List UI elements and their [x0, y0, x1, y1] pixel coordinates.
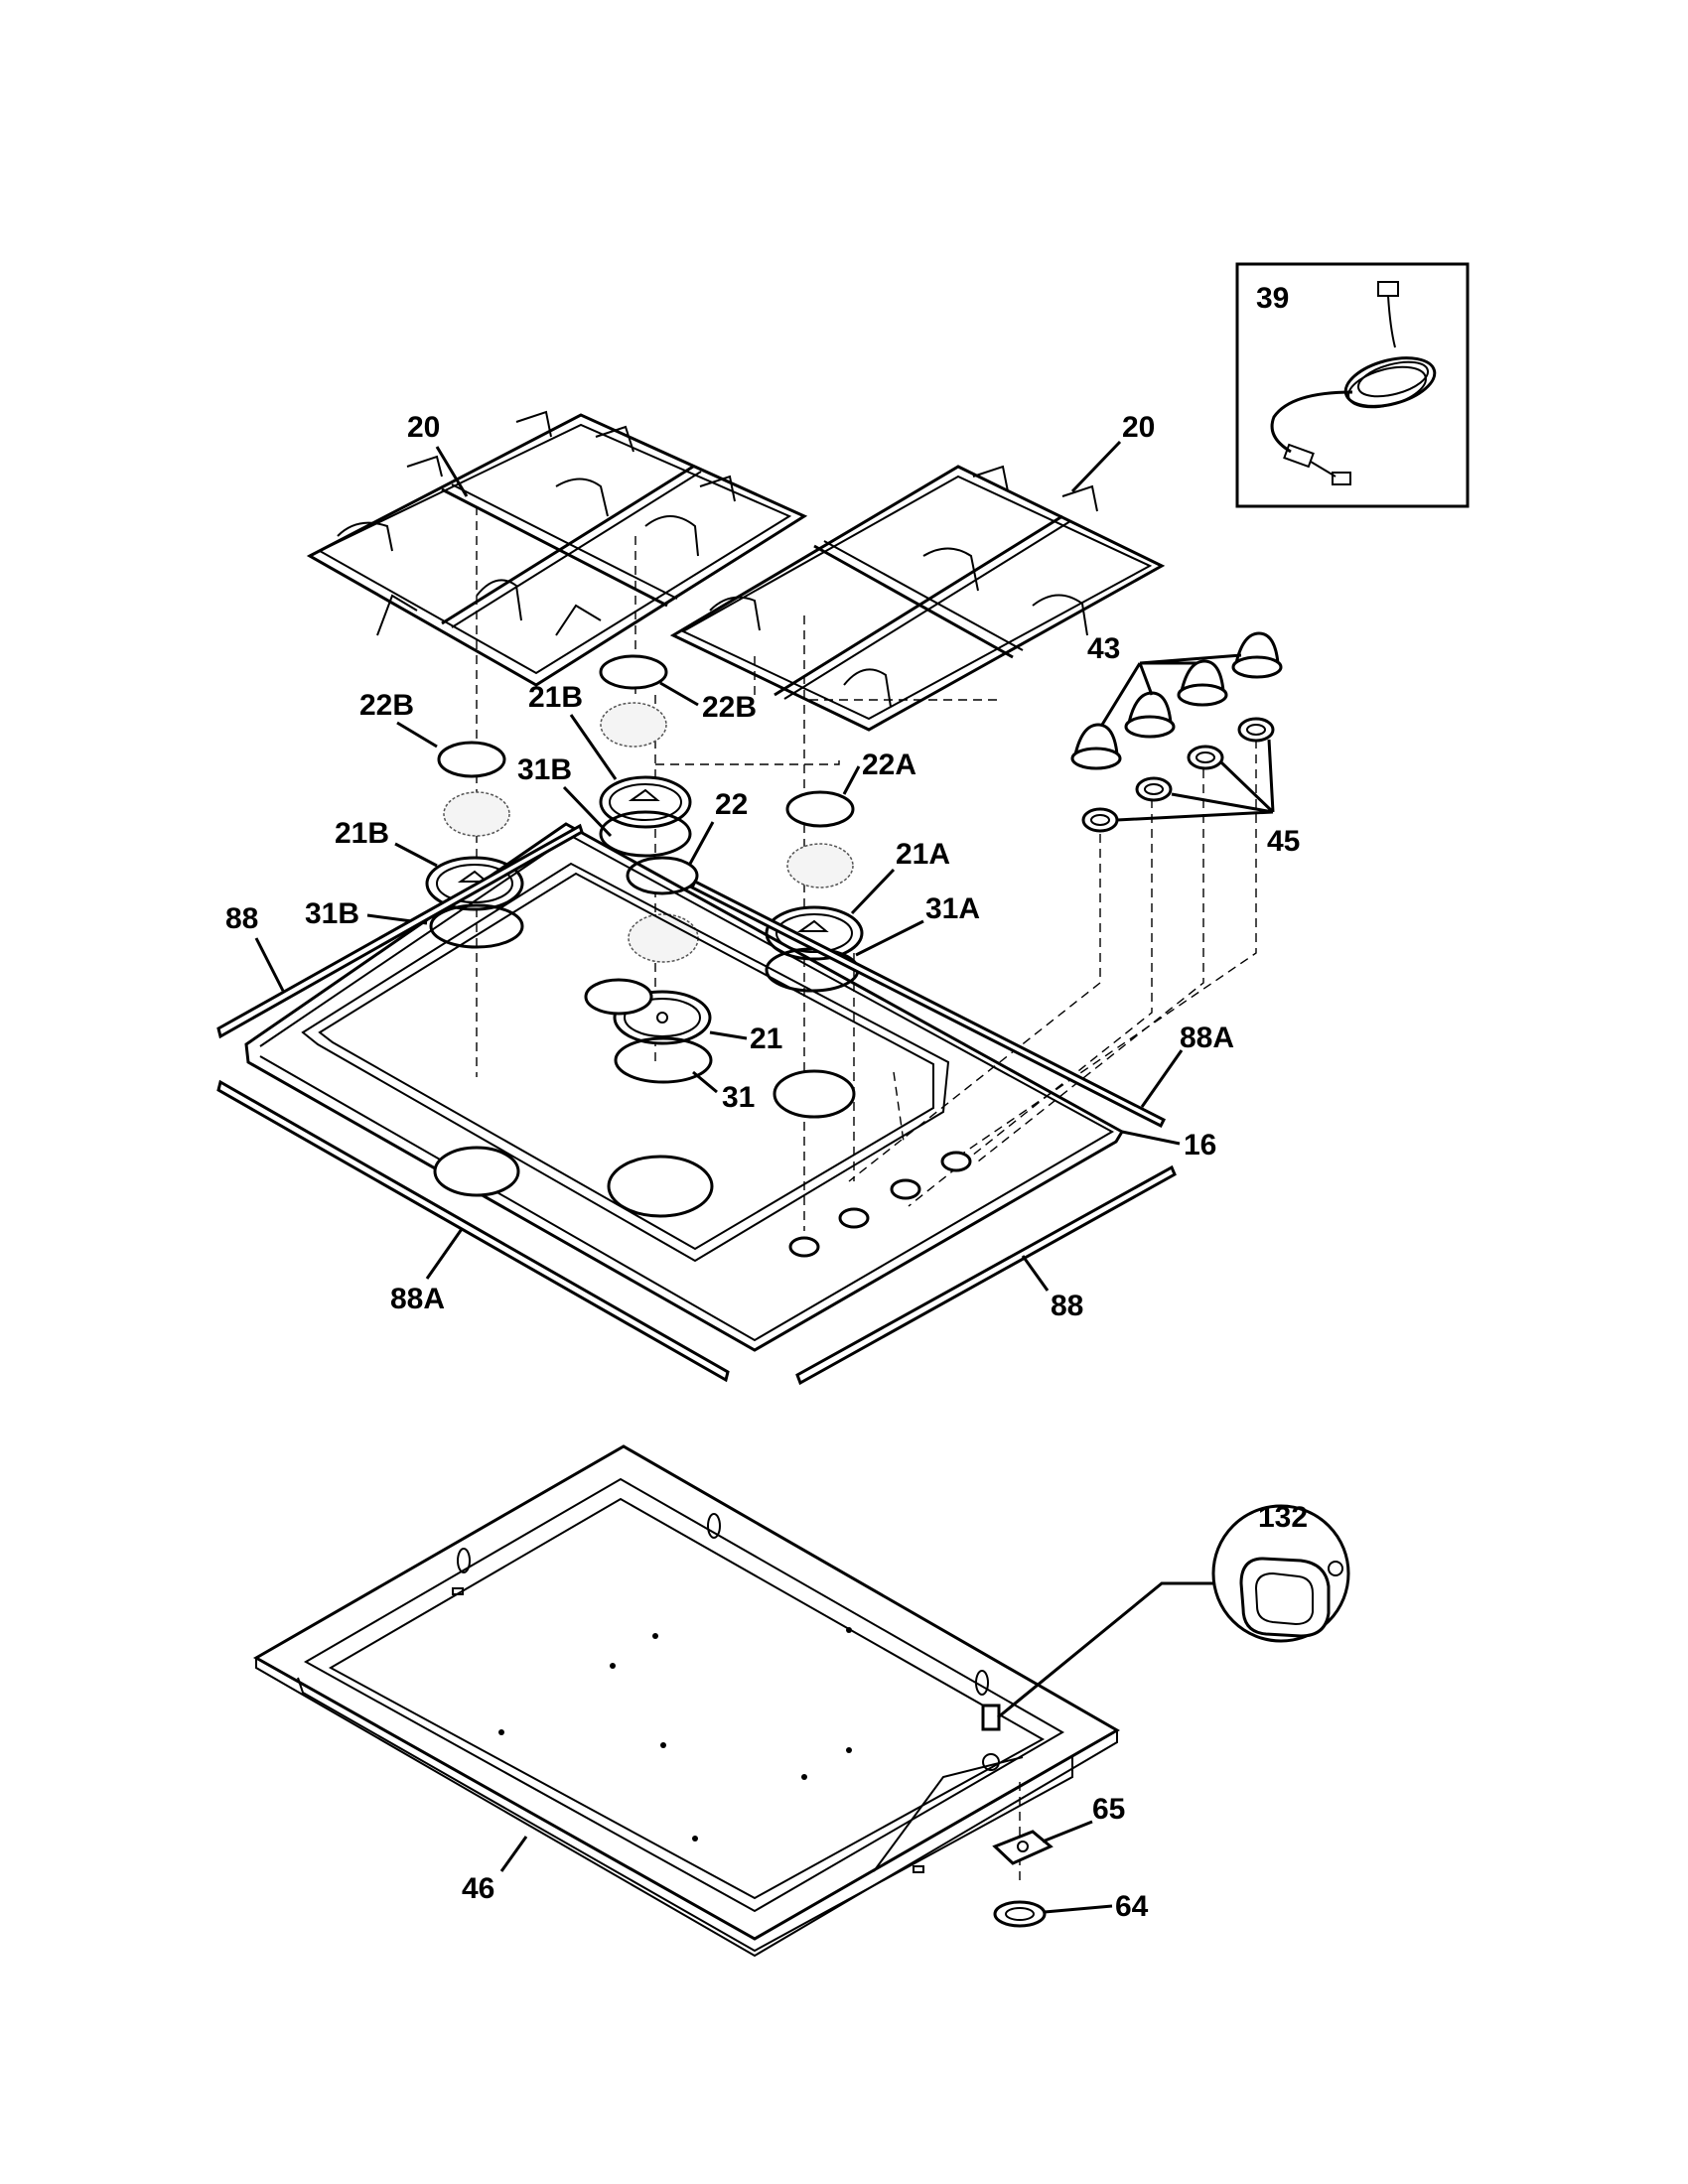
callout-20-right: 20 — [1122, 411, 1155, 444]
trim-strip-88-front — [795, 1164, 1177, 1386]
callout-88-front: 88 — [1051, 1290, 1083, 1322]
power-cord-inset: 39 — [1235, 262, 1470, 508]
callout-45: 45 — [1267, 825, 1300, 858]
burner-cap-22b-center — [599, 654, 668, 690]
callout-22b-center: 22B — [702, 691, 757, 724]
callout-31b-left: 31B — [305, 897, 359, 930]
callout-46: 46 — [462, 1872, 494, 1905]
callout-20-left: 20 — [407, 411, 440, 444]
power-cord-icon — [1270, 281, 1437, 485]
callout-22b-left: 22B — [359, 689, 414, 722]
seal-ring-31 — [614, 1036, 713, 1084]
terminal-clip-icon — [1239, 1557, 1343, 1638]
callout-21: 21 — [750, 1023, 782, 1055]
knob-bezels — [1081, 717, 1275, 833]
callout-65: 65 — [1092, 1793, 1125, 1826]
callout-88a-front: 88A — [390, 1283, 445, 1315]
burner-base-front — [628, 913, 699, 963]
spark-connector — [981, 1704, 1001, 1731]
burner-box — [252, 1444, 1121, 1958]
burner-head-21a — [765, 905, 864, 961]
callout-31a: 31A — [925, 892, 980, 925]
burner-cap-22a — [785, 790, 855, 828]
callout-43: 43 — [1087, 632, 1120, 665]
seal-ring-31b-upper — [599, 810, 692, 858]
clip-inset — [997, 1504, 1350, 1719]
callout-132: 132 — [1258, 1501, 1308, 1534]
cooktop-main-top — [244, 822, 1125, 1352]
callout-64: 64 — [1115, 1890, 1149, 1923]
grate-right — [669, 465, 1166, 732]
control-knobs — [1070, 631, 1283, 770]
callout-88-left: 88 — [225, 902, 258, 935]
burner-base-center — [600, 702, 667, 748]
seal-ring-31b-left — [429, 903, 524, 949]
gasket-65 — [992, 1830, 1054, 1865]
burner-base-left — [443, 791, 510, 837]
callout-16: 16 — [1184, 1129, 1216, 1161]
callout-21b-upper: 21B — [528, 681, 583, 714]
callout-88a-right: 88A — [1180, 1022, 1234, 1054]
grate-left — [306, 410, 808, 687]
callout-31: 31 — [722, 1081, 755, 1114]
burner-cap-22b-left — [437, 741, 506, 778]
callout-22a: 22A — [862, 749, 916, 781]
burner-base-right — [786, 843, 854, 888]
trim-strip-88-left — [216, 823, 584, 1039]
callout-22: 22 — [715, 788, 748, 821]
callout-39: 39 — [1256, 282, 1289, 315]
callout-21b-left: 21B — [335, 817, 389, 850]
nut-64 — [993, 1900, 1047, 1928]
trim-strip-88a-right — [689, 879, 1167, 1129]
trim-strip-88a-front — [216, 1079, 730, 1383]
callout-31b-upper: 31B — [517, 753, 572, 786]
callout-21a: 21A — [896, 838, 950, 871]
